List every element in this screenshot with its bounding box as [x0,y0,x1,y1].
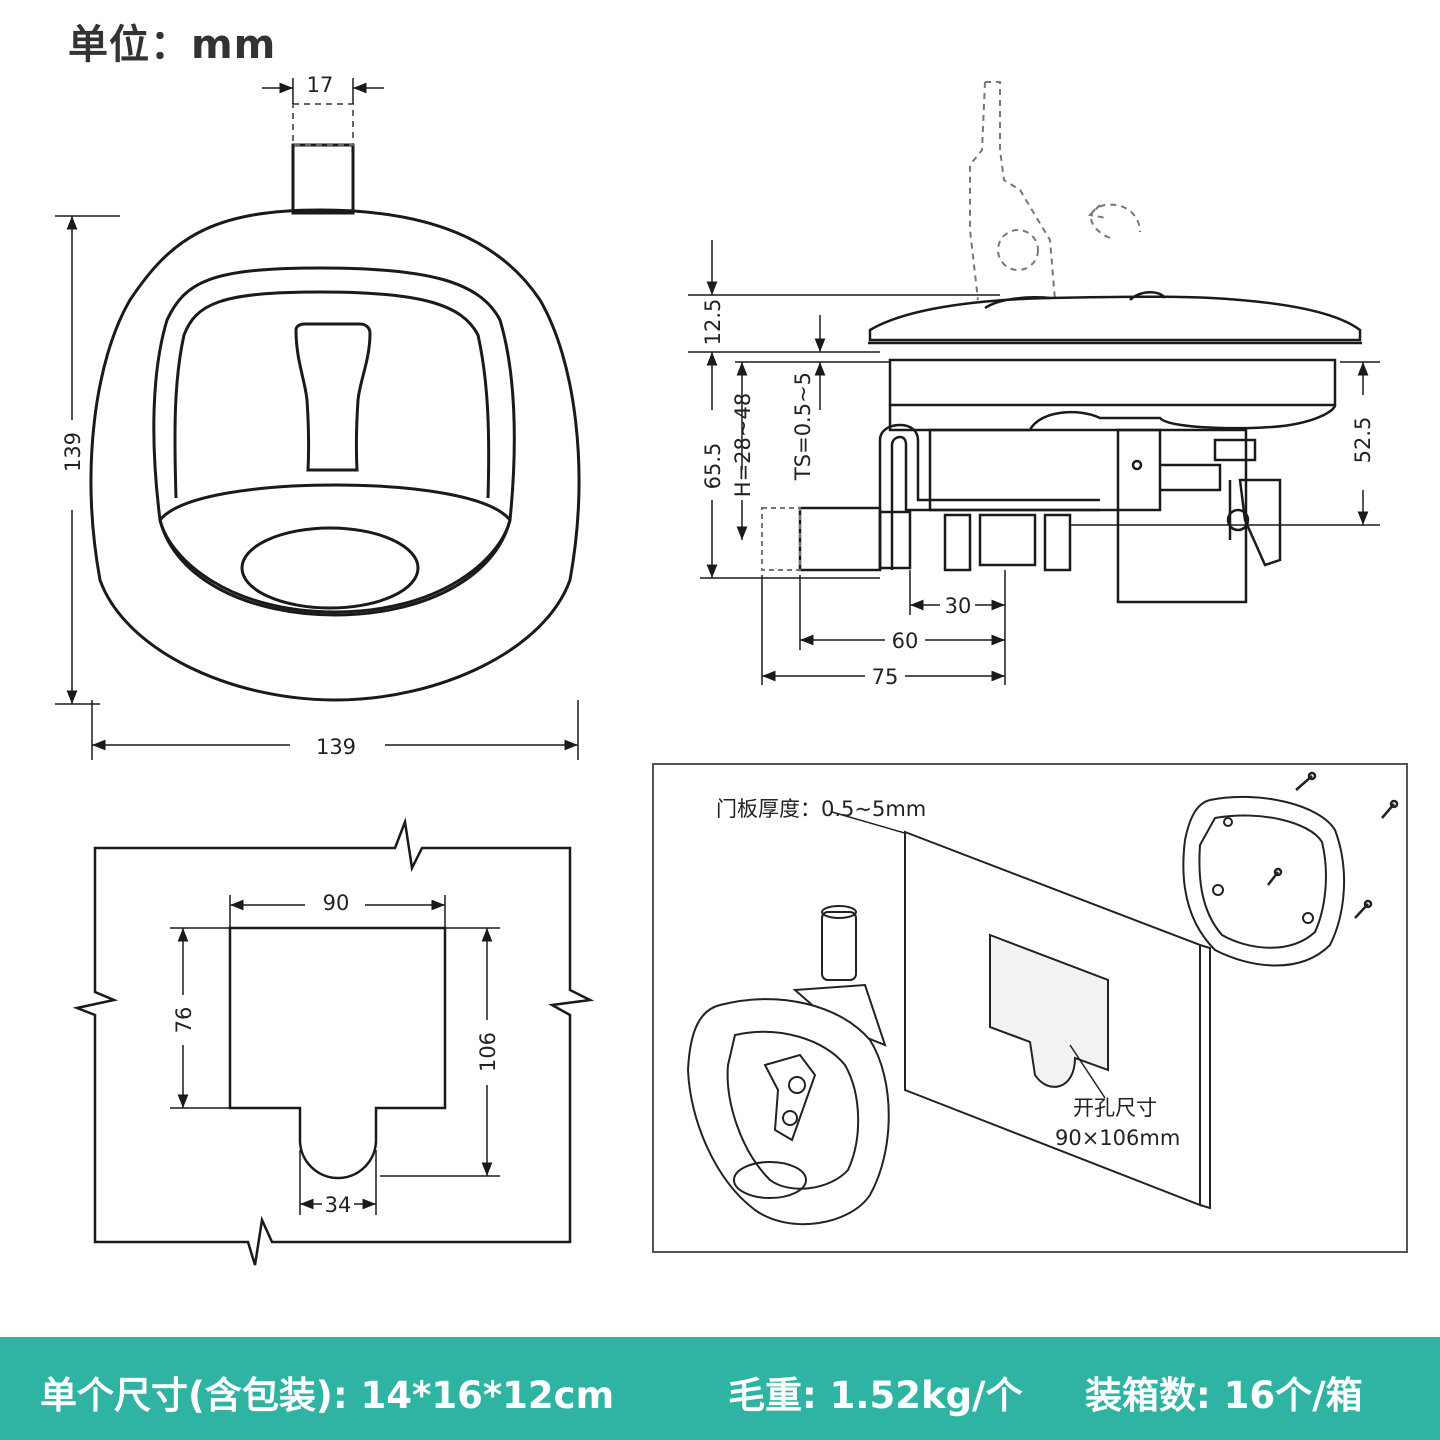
handle-lever [294,322,372,472]
pivot-pin [1131,459,1143,471]
handle-stem-raised [292,103,354,146]
inner-recess [152,266,516,617]
panel-cutout [989,933,1109,1088]
dim-side-cap: 12.5 [701,299,725,346]
outer-bezel [89,208,581,702]
nut-right [1043,513,1072,572]
inner-recess-edge [173,290,491,499]
link-arm [878,423,1100,570]
panel-outline [72,817,595,1266]
dim-side-30: 30 [945,594,972,618]
install-view [686,771,1399,1226]
screws [1267,771,1399,919]
dim-cutout-upper: 76 [172,1007,196,1034]
cam-block [798,506,882,572]
dim-cutout-notch: 34 [325,1193,352,1217]
back-cover [1182,795,1346,967]
side-view [761,81,1362,604]
cutout-dimensions [170,895,500,1215]
dim-front-width: 139 [316,735,356,759]
cam-ghost [761,507,801,571]
carton-quantity-label: 装箱数: 16个/箱 [1085,1374,1363,1417]
technical-drawing: 17 139 139 [55,73,1408,1266]
side-bezel [868,295,1362,342]
nut-center [978,513,1037,567]
dim-cutout-width: 90 [323,891,350,915]
dim-front-height: 139 [61,432,85,472]
dim-cutout-total: 106 [476,1032,500,1072]
side-lever-top [984,296,1051,310]
thumb-oval [240,526,420,610]
front-view [89,103,581,702]
unit-label: 单位：mm [68,22,277,68]
lock-body-upper [888,358,1337,407]
dim-side-grip: H=28~48 [731,393,755,497]
handle-stem [291,143,355,215]
gross-weight-label: 毛重: 1.52kg/个 [728,1374,1023,1417]
dim-side-panel: TS=0.5~5 [791,372,815,481]
install-frame [652,763,1408,1253]
latch-housing [1116,428,1248,604]
install-stem [821,911,857,981]
dim-front-stem: 17 [307,73,334,97]
dim-side-depth: 65.5 [701,443,725,490]
grip-pan [158,483,512,614]
dim-side-75: 75 [872,665,899,689]
package-size-label: 单个尺寸(含包装): 14*16*12cm [40,1374,615,1417]
dim-side-60: 60 [892,629,919,653]
raised-handle-ghost [969,81,1141,301]
lock-body-lower [928,428,1162,512]
front-dimensions [55,78,579,760]
install-cutout-size: 90×106mm [1055,1126,1180,1150]
cutout-view [72,817,595,1266]
footer-bar: 单个尺寸(含包装): 14*16*12cm 毛重: 1.52kg/个 装箱数: … [0,1337,1440,1440]
dim-side-body: 52.5 [1351,417,1375,464]
install-cutout-title: 开孔尺寸 [1073,1096,1157,1120]
install-panel-note: 门板厚度：0.5~5mm [716,797,926,821]
side-dimensions [688,240,1380,685]
nut-left [943,513,972,572]
cutout-shape [228,926,447,1180]
